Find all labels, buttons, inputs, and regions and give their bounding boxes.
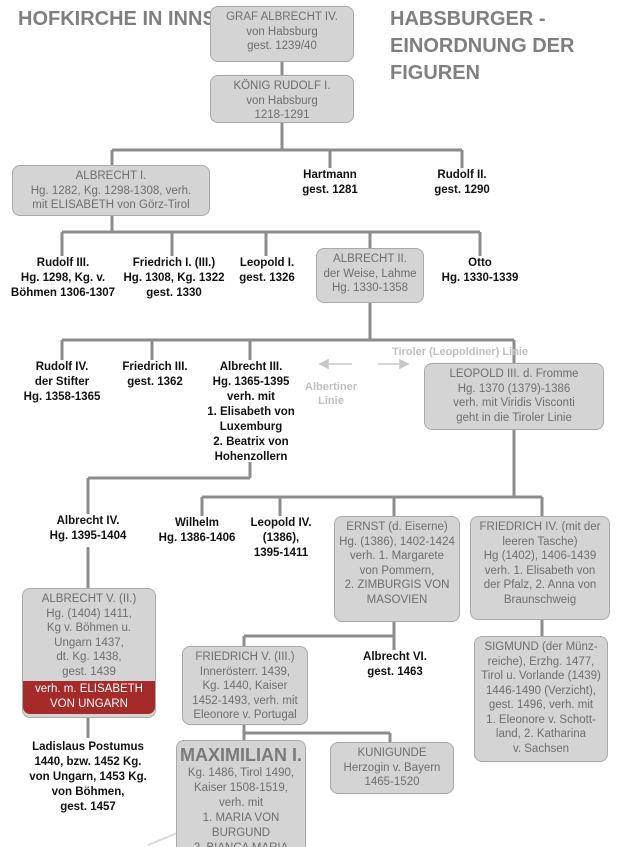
node-albrecht-iv: Albrecht IV. Hg. 1395-1404 [49,515,127,542]
label-albertiner-linie: Albertiner Linie [305,381,357,407]
node-albrecht-iii: Albrecht III. Hg. 1365-1395 verh. mit 1.… [207,361,295,463]
node-ladislaus: Ladislaus Postumus 1440, bzw. 1452 Kg. v… [29,741,147,813]
node-friedrich-v: FRIEDRICH V. (III.) Innerösterr. 1439, K… [182,646,308,725]
node-friedrich-iii-a: Friedrich III. gest. 1362 [122,361,188,388]
node-wilhelm: Wilhelm Hg. 1386-1406 [158,517,236,544]
maximilian-title: MAXIMILIAN I. [180,745,302,765]
node-albrecht-i: ALBRECHT I. Hg. 1282, Kg. 1298-1308, ver… [12,165,210,216]
label-tiroler-linie: Tiroler (Leopoldiner) Linie [392,346,529,358]
node-leopold-i: Leopold I. gest. 1326 [239,257,295,284]
node-rudolf-ii: Rudolf II. gest. 1290 [434,169,490,196]
node-sigmund: SIGMUND (der Münz- reiche), Erzhg. 1477,… [474,636,608,762]
albrecht-v-marriage-band: verh. m. ELISABETH VON UNGARN [23,681,155,714]
node-maximilian-i: MAXIMILIAN I. Kg. 1486, Tirol 1490, Kais… [176,740,306,847]
node-graf-albrecht-iv: GRAF ALBRECHT IV. von Habsburg gest. 123… [210,6,354,62]
node-leopold-iii: LEOPOLD III. d. Fromme Hg. 1370 (1379)-1… [424,363,604,430]
node-albrecht-v: ALBRECHT V. (II.) Hg. (1404) 1411, Kg v.… [22,588,156,718]
albrecht-v-text: ALBRECHT V. (II.) Hg. (1404) 1411, Kg v.… [41,593,137,678]
node-rudolf-iii: Rudolf III. Hg. 1298, Kg. v. Böhmen 1306… [10,257,116,299]
node-kunigunde: KUNIGUNDE Herzogin v. Bayern 1465-1520 [330,742,454,794]
node-friedrich-i: Friedrich I. (III.) Hg. 1308, Kg. 1322 g… [123,257,225,299]
heading-habsburger: HABSBURGER - EINORDNUNG DER FIGUREN [390,8,575,84]
node-albrecht-ii: ALBRECHT II. der Weise, Lahme Hg. 1330-1… [316,248,424,303]
node-albrecht-vi: Albrecht VI. gest. 1463 [363,651,427,678]
node-hartmann: Hartmann gest. 1281 [302,169,358,196]
node-leopold-iv: Leopold IV. (1386), 1395-1411 [250,517,312,559]
node-ernst: ERNST (d. Eiserne) Hg. (1386), 1402-1424… [334,516,460,622]
maximilian-text: Kg. 1486, Tirol 1490, Kaiser 1508-1519, … [187,767,295,847]
node-rudolf-iv: Rudolf IV. der Stifter Hg. 1358-1365 [23,361,101,403]
node-friedrich-iv: FRIEDRICH IV. (mit der leeren Tasche) Hg… [470,516,610,620]
node-rudolf-i: KÖNIG RUDOLF I. von Habsburg 1218-1291 [210,75,354,123]
node-otto: Otto Hg. 1330-1339 [441,257,519,284]
